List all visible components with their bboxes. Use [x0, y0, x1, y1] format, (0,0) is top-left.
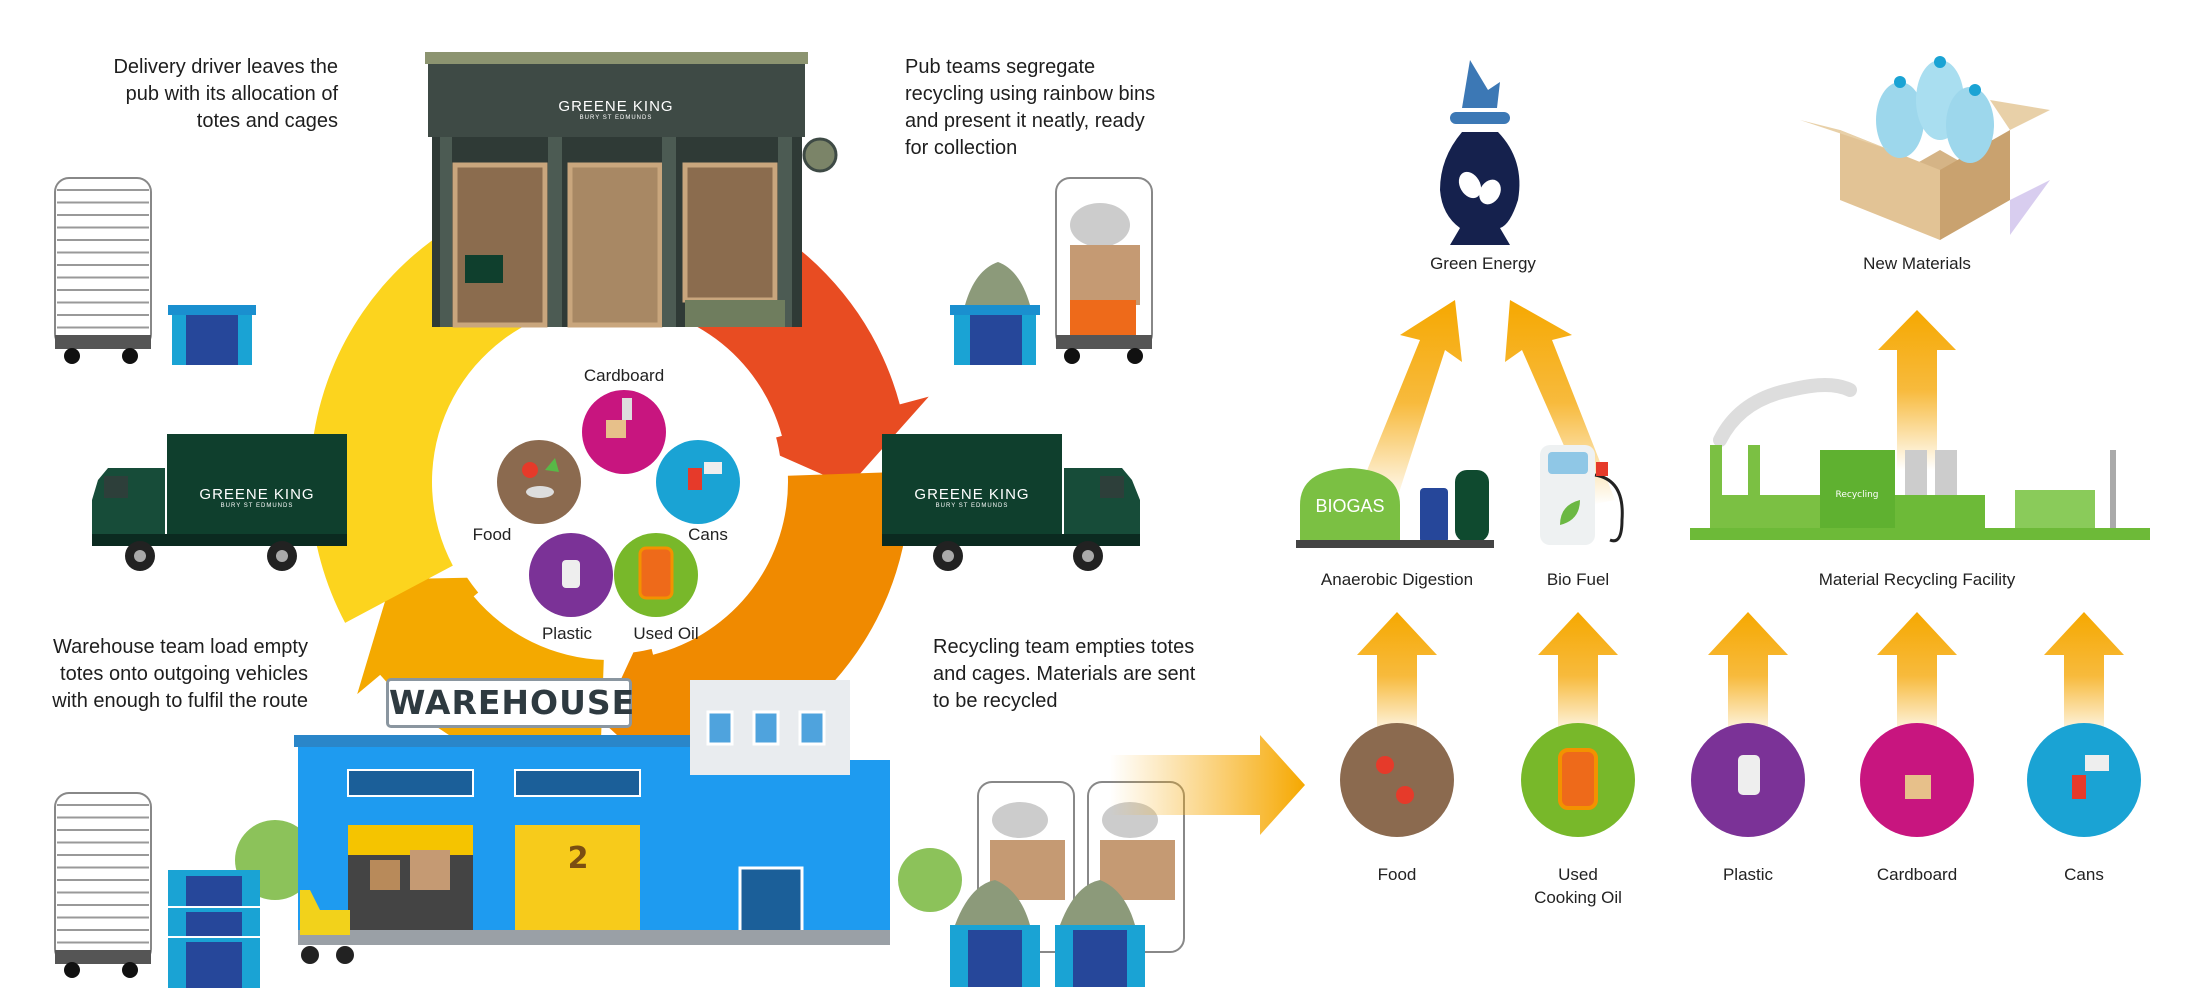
full-cages-bottom-right: [950, 781, 1185, 987]
output-circle-food: [1340, 723, 1454, 837]
warehouse-building: 2: [235, 680, 962, 964]
truck-left: [92, 434, 347, 571]
label-mrf: Material Recycling Facility: [1818, 570, 2016, 589]
arrow-ad-to-energy: [1355, 300, 1462, 505]
bio-fuel-icon: [1540, 445, 1624, 545]
cycle-label-plastic: Plastic: [541, 624, 593, 643]
empty-cage-bottom-left: [54, 792, 152, 978]
food-icon: [1376, 756, 1394, 774]
door-number: 2: [568, 841, 589, 876]
output-label-cardboard: Cardboard: [1876, 865, 1958, 884]
cardboard-box-icon: [1905, 775, 1931, 799]
bag-and-tote-right: [950, 262, 1040, 365]
output-materials: [1340, 612, 2141, 837]
up-arrow: [2044, 612, 2124, 740]
factory-sign: Recycling: [1835, 490, 1878, 500]
step-recycling-team-text: Recycling team empties totes and cages. …: [933, 636, 1196, 712]
cycle-label-food: Food: [472, 525, 512, 544]
step-delivery-text: Delivery driver leaves the pub with its …: [113, 56, 338, 132]
pub-building: [425, 52, 838, 328]
new-materials-icon: [1800, 56, 2050, 240]
output-label-plastic: Plastic: [1722, 865, 1774, 884]
green-energy-icon: [1440, 60, 1520, 245]
step-pub-teams-text: Pub teams segregate recycling using rain…: [905, 56, 1156, 159]
plastic-bottle-icon: [1738, 755, 1760, 795]
label-anaerobic-digestion: Anaerobic Digestion: [1320, 570, 1474, 589]
stacked-totes: [168, 870, 260, 988]
arrow-mrf-to-materials: [1878, 310, 1956, 470]
warehouse-sign: WAREHOUSE: [386, 678, 634, 728]
full-cage-right: [1055, 177, 1153, 364]
biogas-label: BIOGAS: [1315, 496, 1384, 516]
food-icon: [1396, 786, 1414, 804]
cycle-label-cardboard: Cardboard: [583, 366, 665, 385]
empty-cage-left: [54, 177, 152, 364]
label-green-energy: Green Energy: [1430, 254, 1536, 273]
cycle-arrow-orange: [601, 471, 911, 803]
oil-can-icon: [1558, 748, 1598, 810]
up-arrow: [1538, 612, 1618, 740]
up-arrow: [1877, 612, 1957, 740]
recycling-facility-icon: Recycling: [1690, 378, 2150, 540]
to-processing-arrow: [1110, 735, 1305, 835]
label-new-materials: New Materials: [1863, 254, 1971, 273]
output-label-food: Food: [1377, 865, 1417, 884]
truck-right: [882, 434, 1140, 571]
step-warehouse-team-text: Warehouse team load empty totes onto out…: [52, 636, 308, 712]
tray-icon: [2085, 755, 2109, 771]
up-arrow: [1708, 612, 1788, 740]
food-icon: [497, 440, 581, 524]
tote-left: [168, 305, 256, 365]
up-arrow: [1357, 612, 1437, 740]
anaerobic-digestion-icon: BIOGAS: [1296, 468, 1494, 548]
cycle-label-used-oil: Used Oil: [633, 624, 699, 643]
can-icon: [2072, 775, 2086, 799]
label-bio-fuel: Bio Fuel: [1546, 570, 1610, 589]
cycle-label-cans: Cans: [688, 525, 728, 544]
output-label-cans: Cans: [2064, 865, 2104, 884]
